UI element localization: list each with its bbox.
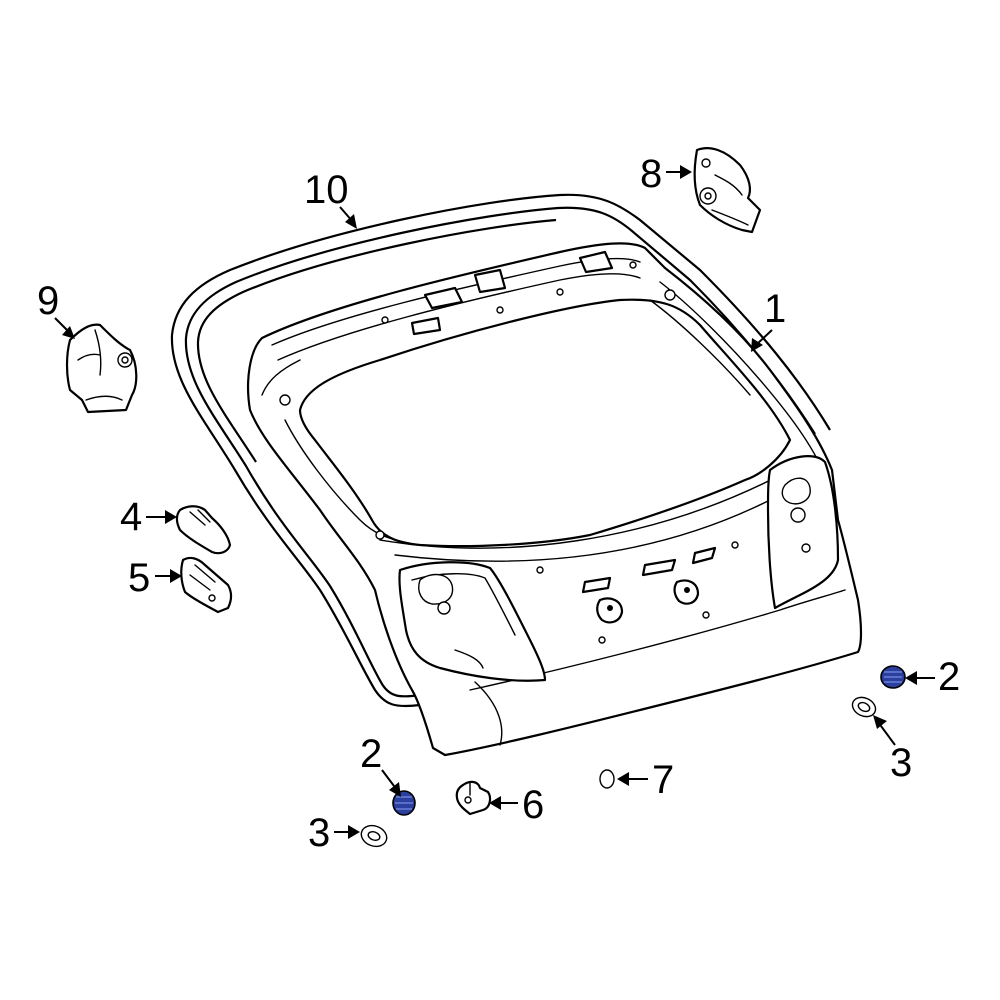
- bump-stop-right-highlighted-part[interactable]: [880, 665, 906, 689]
- callout-5: 5: [128, 556, 182, 600]
- callout-9: 9: [37, 279, 75, 339]
- callout-label-10: 10: [304, 168, 349, 212]
- callout-label-3-lower: 3: [308, 811, 330, 855]
- left-hinge-part[interactable]: [65, 323, 138, 414]
- callout-6: 6: [489, 783, 544, 827]
- callout-label-9: 9: [37, 279, 59, 323]
- callout-label-4: 4: [120, 495, 142, 539]
- bumper-stop-part[interactable]: [175, 505, 232, 555]
- callout-10: 10: [304, 168, 357, 229]
- callout-label-2-lower: 2: [360, 732, 382, 776]
- liftgate-panel-part[interactable]: [247, 242, 863, 757]
- callout-label-8: 8: [640, 152, 662, 196]
- callout-8: 8: [640, 152, 692, 196]
- callout-label-5: 5: [128, 556, 150, 600]
- callout-3-right: 3: [873, 715, 912, 785]
- callout-label-7: 7: [652, 758, 674, 802]
- bump-stop-lower-highlighted-part[interactable]: [392, 790, 416, 816]
- callout-3-lower: 3: [308, 811, 360, 855]
- striker-bracket-part[interactable]: [180, 556, 233, 614]
- callout-label-2-right: 2: [938, 655, 960, 699]
- washer-right-part[interactable]: [849, 694, 878, 720]
- callout-label-6: 6: [522, 783, 544, 827]
- weatherstrip-seal-part[interactable]: [170, 193, 831, 708]
- callout-2-lower: 2: [360, 732, 401, 797]
- callout-label-3-right: 3: [890, 741, 912, 785]
- lock-striker-part[interactable]: [455, 780, 492, 816]
- callout-label-1: 1: [764, 287, 786, 331]
- plug-part[interactable]: [599, 769, 615, 789]
- right-hinge-part[interactable]: [693, 147, 762, 234]
- washer-lower-part[interactable]: [358, 822, 389, 850]
- callout-1: 1: [751, 287, 786, 352]
- callout-7: 7: [617, 758, 674, 802]
- callout-4: 4: [120, 495, 177, 539]
- callout-2-right: 2: [905, 655, 960, 699]
